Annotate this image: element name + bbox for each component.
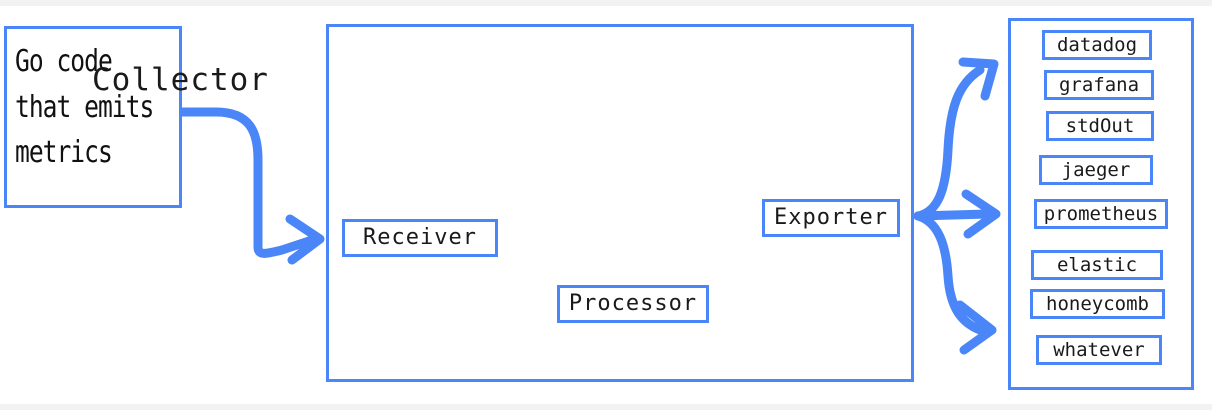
arrow-exporter-fanout-middle [913,189,1001,239]
backend-prometheus[interactable]: prometheus [1034,199,1168,229]
exporter-node[interactable]: Exporter [762,199,900,237]
arrow-exporter-fanout-top [913,57,999,221]
backend-stdout[interactable]: stdOut [1046,111,1154,141]
source-line-1: Go code [15,44,113,79]
arrow-exporter-fanout-bottom [913,211,997,355]
go-code-source-box: Go code that emits metrics [4,26,182,208]
collector-title: Collector [92,62,269,98]
backend-grafana[interactable]: grafana [1044,70,1154,100]
backend-datadog[interactable]: datadog [1042,30,1152,60]
receiver-node[interactable]: Receiver [342,219,498,257]
processor-node[interactable]: Processor [557,285,709,323]
backend-whatever[interactable]: whatever [1036,335,1162,365]
backend-elastic[interactable]: elastic [1031,250,1163,280]
source-line-2: that emits [15,89,154,125]
backend-jaeger[interactable]: jaeger [1039,155,1153,185]
backend-honeycomb[interactable]: honeycomb [1030,289,1165,319]
source-line-3: metrics [15,135,113,171]
arrow-source-to-receiver [177,107,325,265]
